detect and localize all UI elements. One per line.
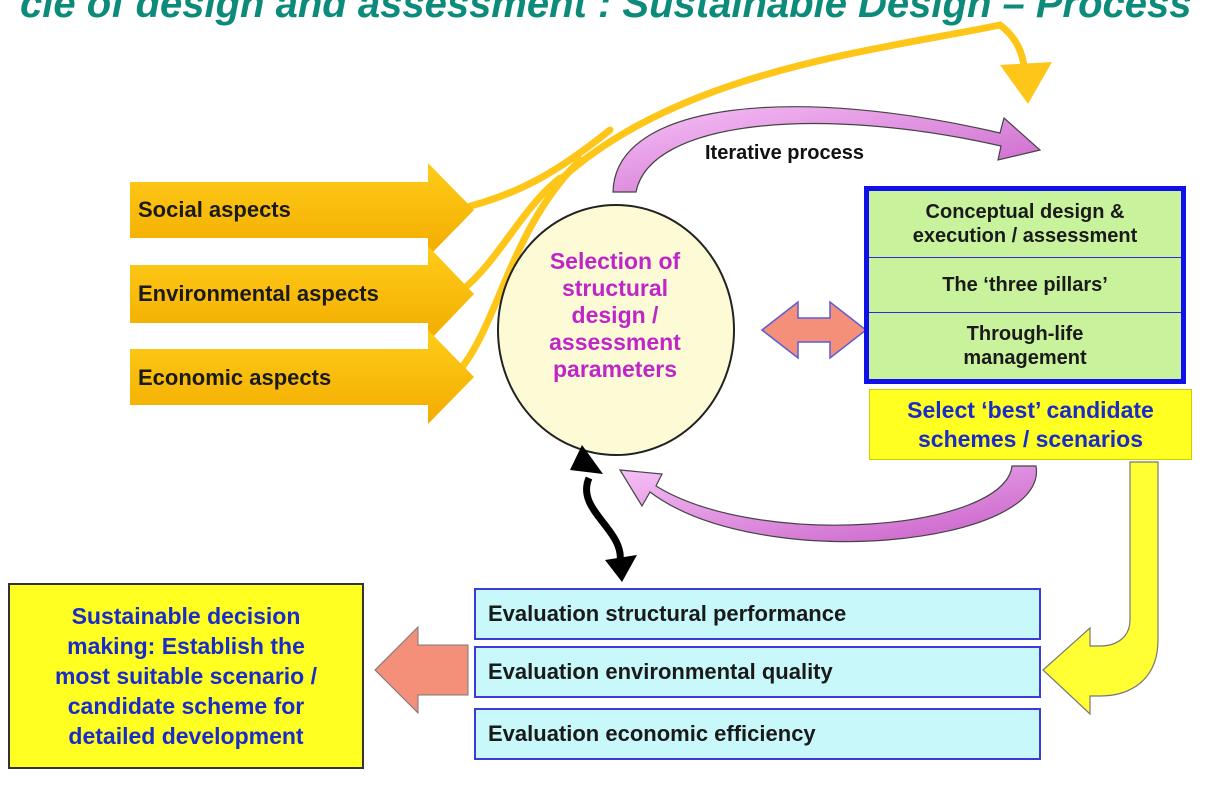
center-circle-text: Selection of structural design / assessm…: [549, 248, 681, 382]
pillar-conceptual-design: Conceptual design & execution / assessme…: [912, 200, 1138, 247]
input-arrow-economic: [130, 330, 474, 424]
select-best-box: Select ‘best’ candidate schemes / scenar…: [869, 389, 1192, 460]
top-right-arrowhead: [1000, 62, 1052, 104]
eval-environmental-box: Evaluation environmental quality: [474, 646, 1041, 698]
input-label-social: Social aspects: [138, 197, 291, 222]
page-title: cle of design and assessment : Sustainab…: [20, 0, 1192, 26]
pillar-through-life: Through-life management: [869, 312, 1181, 379]
yellow-return-arrow: [1042, 461, 1159, 716]
pillar-three-pillars: The ‘three pillars’: [869, 256, 1181, 312]
eval-economic-box: Evaluation economic efficiency: [474, 708, 1041, 760]
input-arrows: [130, 163, 474, 424]
pillars-box: Conceptual design & execution / assessme…: [864, 186, 1186, 384]
salmon-arrow-to-decision: [374, 625, 469, 715]
center-circle: [497, 204, 735, 456]
double-arrow-circle-pillars: [760, 300, 868, 360]
iterative-arc-bottom: [618, 465, 1037, 543]
iterative-arc-top: [612, 106, 1042, 193]
input-arrow-social: [130, 163, 474, 257]
yellow-flow-curves: [451, 21, 1029, 374]
decision-box: Sustainable decision making: Establish t…: [8, 583, 364, 769]
input-arrow-environmental: [130, 246, 474, 342]
iterative-process-label: Iterative process: [705, 142, 864, 164]
black-double-arrow: [583, 476, 624, 563]
input-label-economic: Economic aspects: [138, 365, 332, 390]
input-label-environmental: Environmental aspects: [138, 281, 379, 306]
eval-structural-box: Evaluation structural performance: [474, 588, 1041, 640]
